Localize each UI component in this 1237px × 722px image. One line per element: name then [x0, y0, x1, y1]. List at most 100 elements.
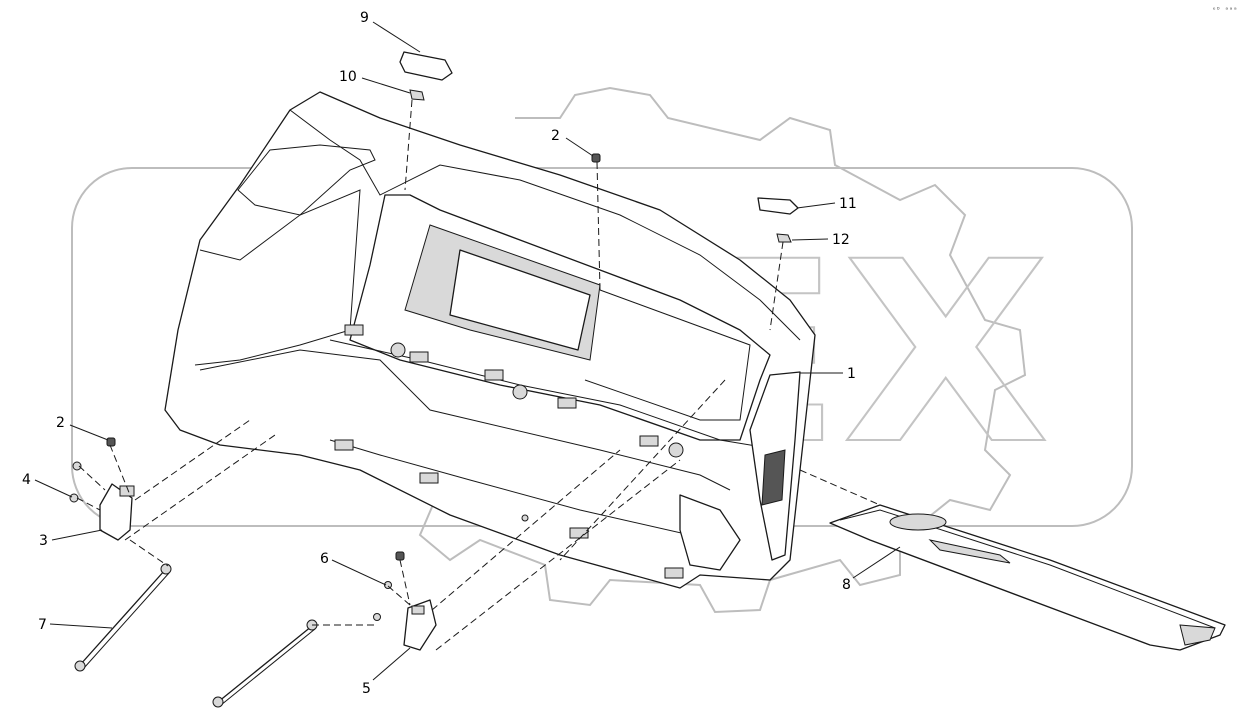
part-9-cover-cap	[399, 51, 453, 81]
leader-11	[796, 202, 836, 209]
callout-10: 10	[339, 69, 357, 85]
clip	[419, 472, 439, 484]
clip	[557, 397, 577, 409]
watermark-gear	[418, 86, 1027, 614]
boss	[512, 384, 528, 400]
clip-body	[409, 89, 425, 101]
assembly-line	[134, 419, 251, 501]
trim-top-face	[839, 509, 1216, 629]
callout-2-lower: 2	[56, 415, 65, 431]
clip	[664, 567, 684, 579]
part-2-fastener-upper	[591, 153, 601, 163]
callouts: 9 10 2 11 12 1 2 4 3 6 7 5 8	[22, 10, 857, 697]
assembly-line	[435, 459, 681, 651]
part-5-bracket	[403, 599, 437, 651]
assembly-line	[769, 241, 784, 331]
assembly-line	[559, 379, 726, 561]
part-2-fastener-bracket	[395, 551, 405, 561]
callout-5: 5	[362, 681, 371, 697]
assembly-line	[399, 559, 411, 606]
part-4-bolt	[69, 493, 79, 503]
part-6-bolt	[373, 613, 381, 621]
part-4-bolt	[72, 461, 82, 471]
rod-left	[79, 569, 166, 666]
part-10-clip	[409, 89, 425, 101]
panel-lower-trim	[199, 349, 731, 491]
callout-4: 4	[22, 472, 31, 488]
panel-left-face	[194, 189, 361, 366]
part-8-console-trim	[829, 504, 1226, 651]
assembly-line	[78, 465, 106, 491]
boss	[390, 342, 406, 358]
assembly-line	[387, 585, 411, 606]
lower-right-bracket	[679, 494, 741, 571]
part-2-fastener-lower	[106, 437, 116, 447]
clip	[344, 324, 364, 336]
callout-9: 9	[360, 10, 369, 26]
callout-3: 3	[39, 533, 48, 549]
leader-lines	[34, 21, 901, 681]
leader-4	[34, 479, 73, 498]
bracket-tab	[119, 485, 135, 497]
assembly-line	[109, 444, 131, 496]
trim-end	[1179, 624, 1216, 646]
part-3-bracket	[99, 483, 135, 541]
leader-6	[331, 559, 387, 586]
leader-10	[361, 77, 411, 94]
part-1-dashboard-panel	[164, 91, 816, 589]
clip	[569, 527, 589, 539]
bracket-tab	[411, 605, 425, 615]
part-11-cover-cap	[757, 197, 799, 215]
part-6-bolt	[384, 581, 392, 589]
panel-clips	[334, 324, 684, 579]
assembly-line	[129, 539, 169, 567]
clip	[334, 439, 354, 451]
callout-8: 8	[842, 577, 851, 593]
callout-2-upper: 2	[551, 128, 560, 144]
cluster-screen	[449, 249, 591, 351]
leader-9	[372, 21, 421, 53]
panel-left-vent	[237, 144, 376, 216]
callout-11: 11	[839, 196, 857, 212]
side-vent-grille	[761, 449, 786, 506]
assembly-line	[404, 99, 413, 191]
clip	[639, 435, 659, 447]
leader-2-upper	[565, 137, 594, 157]
callout-12: 12	[832, 232, 850, 248]
leader-2-lower	[69, 424, 109, 441]
leader-3	[51, 529, 103, 541]
part-12-clip	[776, 233, 792, 243]
assembly-line	[76, 497, 101, 511]
assembly-line	[431, 449, 621, 611]
rod-left-inner	[83, 572, 170, 669]
corner-mark: ᵉᴰ ᵃᵃᵃ	[1212, 6, 1237, 14]
clip	[484, 369, 504, 381]
callout-1: 1	[847, 366, 856, 382]
leader-8	[852, 546, 901, 579]
leader-12	[791, 238, 829, 241]
cup-holder	[889, 513, 947, 531]
rod-end	[74, 660, 86, 672]
rod-end	[212, 696, 224, 708]
rod-end	[160, 563, 172, 575]
assembly-line	[799, 469, 881, 506]
callout-7: 7	[38, 617, 47, 633]
panel-top-edge	[289, 109, 801, 341]
assembly-lines	[76, 99, 881, 651]
assembly-line	[124, 434, 276, 541]
part-7-support-rod-second	[212, 619, 318, 708]
callout-6: 6	[320, 551, 329, 567]
panel-lower-edge	[329, 339, 781, 451]
leader-7	[49, 623, 113, 629]
cluster-right-frame	[584, 289, 751, 421]
boss	[668, 442, 684, 458]
trim-slot	[928, 539, 1011, 564]
rod-right	[217, 625, 313, 703]
boss	[521, 514, 529, 522]
rod-right-inner	[220, 628, 316, 706]
clip	[409, 351, 429, 363]
part-7-support-rod	[74, 563, 172, 672]
panel-screw-bosses	[390, 342, 684, 522]
